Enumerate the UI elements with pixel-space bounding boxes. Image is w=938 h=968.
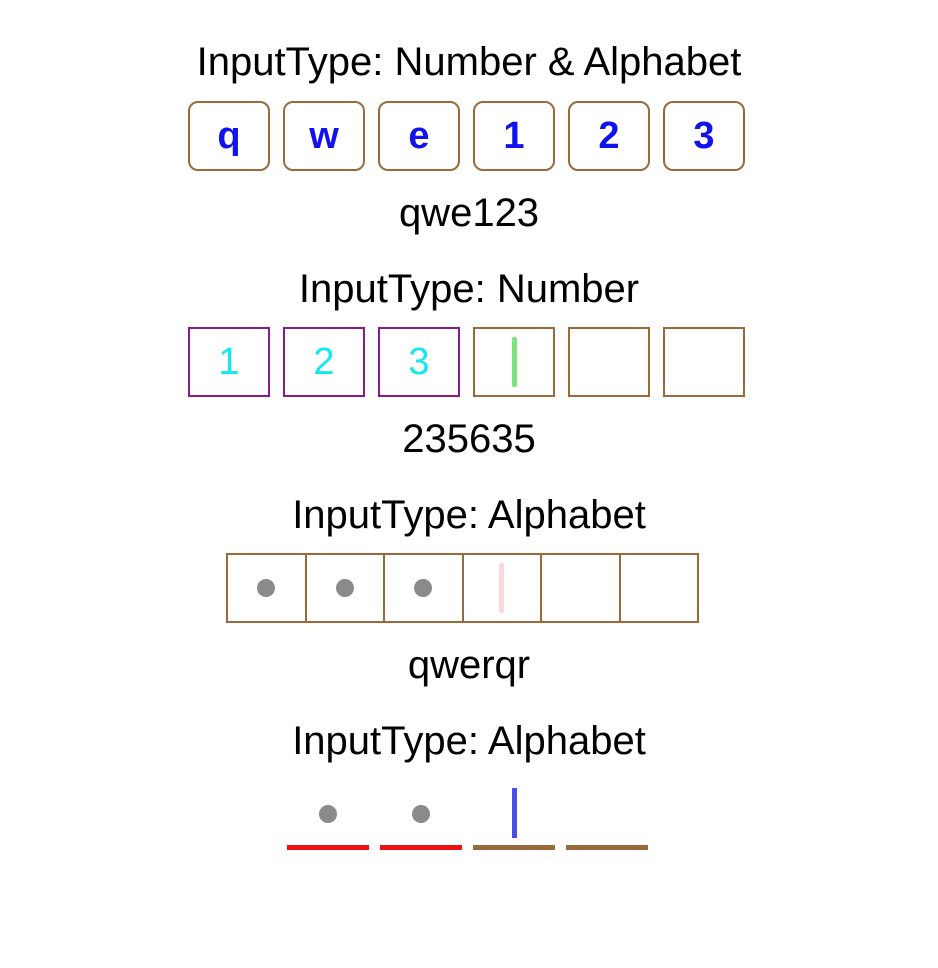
section-title-alphabet-underline: InputType: Alphabet [292,719,646,763]
code-cell-active[interactable] [473,786,555,850]
underline [380,845,462,850]
text-caret [499,563,505,613]
code-cell[interactable]: e [378,101,460,171]
code-cell[interactable]: 2 [283,327,365,397]
section-title-mixed: InputType: Number & Alphabet [196,40,742,84]
text-caret [511,788,517,838]
section-title-number: InputType: Number [298,267,640,311]
code-cell[interactable]: w [283,101,365,171]
code-cell[interactable]: 2 [568,101,650,171]
text-caret [511,337,517,387]
masked-dot [412,805,430,823]
code-cell[interactable]: 1 [473,101,555,171]
entered-value-number: 235635 [402,417,536,461]
code-cell[interactable] [383,553,464,623]
underline [287,845,369,850]
code-input-underline[interactable] [287,786,648,850]
code-cell[interactable] [226,553,307,623]
underline [566,845,648,850]
code-cell-active[interactable] [473,327,555,397]
code-cell[interactable] [380,786,462,850]
masked-dot [257,579,276,597]
code-cell[interactable] [568,327,650,397]
masked-dot [414,579,433,597]
code-cell[interactable]: 3 [378,327,460,397]
section-title-alphabet: InputType: Alphabet [292,493,646,537]
masked-dot [335,579,354,597]
code-cell[interactable]: 3 [663,101,745,171]
code-cell[interactable] [618,553,699,623]
code-input-number[interactable]: 1 2 3 [188,327,745,397]
code-cell[interactable] [287,786,369,850]
entered-value-mixed: qwe123 [398,191,540,235]
code-cell[interactable] [304,553,385,623]
code-input-alphabet-secure[interactable] [226,553,699,623]
entered-value-alphabet: qwerqr [407,643,531,687]
code-cell[interactable] [663,327,745,397]
code-cell[interactable]: q [188,101,270,171]
code-input-mixed[interactable]: q w e 1 2 3 [188,101,745,171]
code-cell[interactable] [566,786,648,850]
code-cell[interactable] [540,553,621,623]
code-cell[interactable]: 1 [188,327,270,397]
masked-dot [319,805,337,823]
code-cell-active[interactable] [461,553,542,623]
underline [473,845,555,850]
